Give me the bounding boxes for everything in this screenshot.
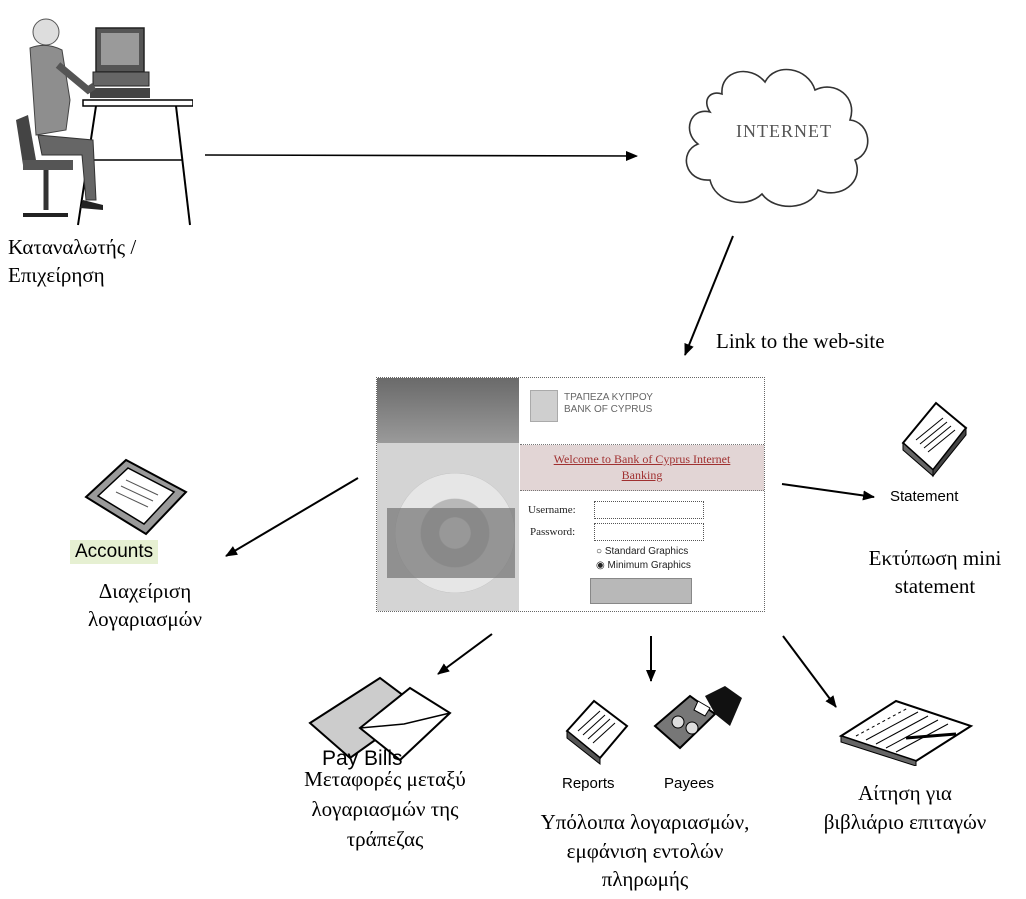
reports-document-icon <box>565 699 629 766</box>
accounts-label-line1: Διαχείριση <box>98 579 192 603</box>
welcome-title-line1: Welcome to Bank of Cyprus Internet <box>553 452 731 466</box>
pay-bills-envelope-icon <box>308 676 452 762</box>
payees-icon-caption: Payees <box>664 775 715 792</box>
minimum-graphics-radio[interactable]: ◉ Minimum Graphics <box>596 560 691 571</box>
arrow-to-statement <box>781 483 875 501</box>
bank-name-line2: BANK OF CYPRUS <box>564 404 653 415</box>
pay-bills-label-line2: λογαριασμών της <box>311 797 459 821</box>
radio-selected-icon: ◉ <box>596 560 608 571</box>
checkbook-label-line2: βιβλιάριο επιταγών <box>823 810 987 834</box>
arrow-consumer-to-internet <box>204 150 638 161</box>
website-login-screenshot: ΤΡΑΠΕΖΑ ΚΥΠΡΟΥ BANK OF CYPRUS Welcome to… <box>376 377 765 612</box>
username-input[interactable] <box>594 501 704 519</box>
accounts-label-line2: λογαριασμών <box>88 607 202 631</box>
consumer-label-line2: Επιχείρηση <box>8 263 105 287</box>
statement-label-line1: Εκτύπωση mini <box>868 546 1002 570</box>
cloud-icon <box>685 68 869 208</box>
arrow-to-checkbook <box>782 635 837 708</box>
pay-bills-label-line1: Μεταφορές μεταξύ <box>304 767 466 791</box>
arrow-to-accounts <box>225 477 359 557</box>
welcome-title-line2: Banking <box>621 468 663 482</box>
radio-unselected-icon: ○ <box>596 546 605 557</box>
reports-payees-label-line1: Υπόλοιπα λογαριασμών, <box>540 810 750 834</box>
internet-label: INTERNET <box>736 121 832 141</box>
checkbook-notepad-icon <box>838 699 974 766</box>
website-left-image <box>377 378 519 611</box>
reports-payees-label-line2: εμφάνιση εντολών <box>566 839 724 863</box>
person-at-computer-icon <box>16 18 193 226</box>
statement-label-line2: statement <box>894 574 976 598</box>
website-header: ΤΡΑΠΕΖΑ ΚΥΠΡΟΥ BANK OF CYPRUS <box>520 378 764 445</box>
reports-icon-caption: Reports <box>562 775 615 792</box>
standard-graphics-label: Standard Graphics <box>604 546 689 557</box>
pay-bills-label-line3: τράπεζας <box>346 827 424 851</box>
password-label: Password: <box>530 526 576 538</box>
bank-logo-icon <box>530 390 558 422</box>
arrow-internet-to-website <box>684 235 734 356</box>
username-label: Username: <box>528 504 576 516</box>
arrow-to-pay-bills <box>437 633 493 675</box>
login-button[interactable] <box>590 578 692 604</box>
consumer-label-line1: Καταναλωτής / <box>8 235 137 259</box>
reports-payees-label-line3: πληρωμής <box>601 867 689 891</box>
minimum-graphics-label: Minimum Graphics <box>607 560 691 571</box>
accounts-wallet-icon <box>84 458 188 536</box>
bank-name-line1: ΤΡΑΠΕΖΑ ΚΥΠΡΟΥ <box>564 392 653 403</box>
password-input[interactable] <box>594 523 704 541</box>
pay-bills-icon-caption: Pay Bills <box>322 747 403 770</box>
statement-book-icon <box>901 401 968 478</box>
website-welcome-title[interactable]: Welcome to Bank of Cyprus Internet Banki… <box>520 445 764 491</box>
checkbook-label-line1: Αίτηση για <box>858 781 952 805</box>
standard-graphics-radio[interactable]: ○ Standard Graphics <box>596 546 688 557</box>
link-to-website-label: Link to the web-site <box>716 329 885 353</box>
accounts-icon-caption: Accounts <box>70 540 159 564</box>
payees-hand-icon <box>653 686 742 750</box>
statement-icon-caption: Statement <box>890 488 959 505</box>
